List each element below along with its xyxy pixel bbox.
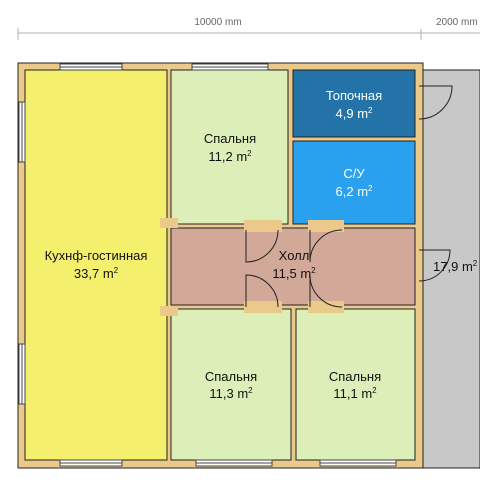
bedroom-bottom-right bbox=[295, 308, 416, 461]
terrace bbox=[422, 69, 480, 469]
kitchen-living-room bbox=[24, 69, 168, 461]
hall bbox=[170, 227, 416, 306]
room-labels: Кухнф-гостинная 33,7 m2 Спальня 11,2 m2 … bbox=[45, 88, 478, 401]
boiler-room bbox=[292, 69, 416, 138]
doorways bbox=[160, 218, 344, 316]
boiler-name: Топочная bbox=[326, 88, 382, 103]
bathroom bbox=[292, 140, 416, 225]
boiler-area: 4,9 m2 bbox=[336, 106, 374, 121]
terrace-area: 17,9 m2 bbox=[433, 259, 478, 274]
bedroom-top-area: 11,2 m2 bbox=[208, 149, 252, 164]
terrace-width-label: 2000 mm bbox=[436, 17, 478, 28]
bathroom-area: 6,2 m2 bbox=[336, 184, 374, 199]
hall-name: Холл bbox=[279, 248, 310, 263]
bedroom-bottom-right-area: 11,1 m2 bbox=[333, 386, 377, 401]
kitchen-name: Кухнф-гостинная bbox=[45, 248, 148, 263]
kitchen-area: 33,7 m2 bbox=[74, 266, 119, 281]
bathroom-name: С/У bbox=[343, 166, 365, 181]
bedroom-top bbox=[170, 69, 289, 225]
bedroom-bottom-left bbox=[170, 308, 292, 461]
bedroom-bottom-left-area: 11,3 m2 bbox=[209, 386, 253, 401]
bedroom-top-name: Спальня bbox=[204, 131, 256, 146]
bedroom-bottom-right-name: Спальня bbox=[329, 369, 381, 384]
dimension-line: 10000 mm 2000 mm bbox=[17, 13, 480, 40]
hall-area: 11,5 m2 bbox=[272, 266, 316, 281]
bedroom-bottom-left-name: Спальня bbox=[205, 369, 257, 384]
main-width-label: 10000 mm bbox=[194, 17, 241, 28]
door-swings bbox=[245, 85, 453, 308]
windows bbox=[18, 63, 397, 467]
